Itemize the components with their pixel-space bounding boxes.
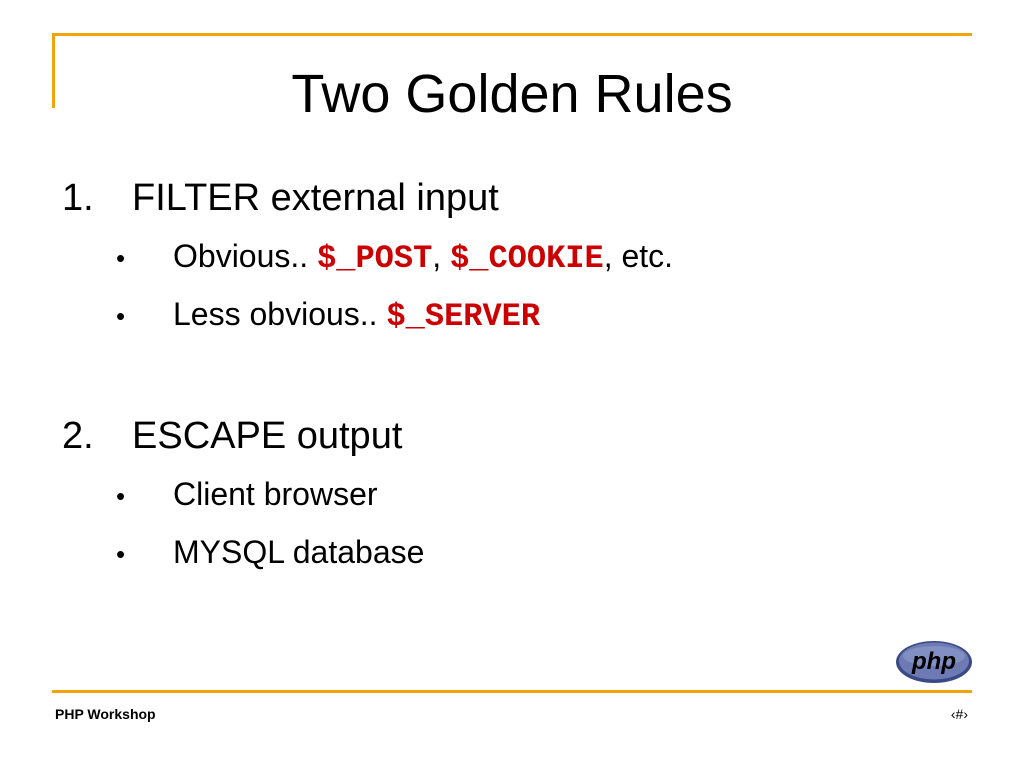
item-text: ESCAPE output [132,415,403,457]
bullet-icon: • [116,301,126,331]
php-logo-icon: php [896,641,972,683]
left-accent-line [52,33,55,108]
footer-accent-line [52,690,972,693]
sub-item-text: MYSQL database [173,534,425,570]
code-server: $_SERVER [386,298,541,335]
sub-item-text: Client browser [173,476,378,512]
item-number: 1. [62,177,94,219]
separator: , [432,238,451,274]
bullet-icon: • [116,539,126,569]
item-text: FILTER external input [132,177,499,219]
footer-title: PHP Workshop [55,706,156,722]
bullet-icon: • [116,481,126,511]
code-post: $_POST [317,240,433,277]
sub-item-text: Less obvious.. [173,296,387,332]
code-cookie: $_COOKIE [450,240,604,277]
slide-title: Two Golden Rules [291,64,733,124]
slide-number: ‹#› [950,706,968,722]
sub-item-text: Obvious.. [173,238,318,274]
top-accent-line [52,33,972,36]
bullet-icon: • [116,243,126,273]
item-number: 2. [62,415,94,457]
php-logo-text: php [911,648,956,675]
sub-item-text-after: , etc. [603,238,674,274]
